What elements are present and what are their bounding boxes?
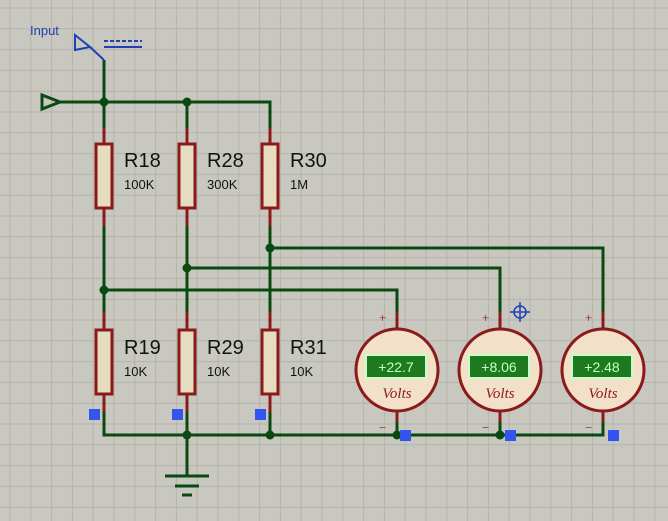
meter-plus-label: + xyxy=(585,310,592,325)
junction-dot xyxy=(495,430,505,440)
ground-icon xyxy=(165,474,209,497)
pin-marker[interactable] xyxy=(255,409,266,420)
junctions xyxy=(99,97,505,440)
input-label: Input xyxy=(30,23,59,38)
meter-minus-label: − xyxy=(482,420,489,435)
voltmeter-3[interactable]: +2.48 Volts + − xyxy=(560,310,646,435)
input-terminal-icon[interactable] xyxy=(40,92,65,112)
crosshair-cursor-icon xyxy=(510,302,530,322)
pin-marker[interactable] xyxy=(400,430,411,441)
resistor-r18[interactable]: R18 100K xyxy=(94,128,161,226)
voltmeter-1[interactable]: +22.7 Volts + − xyxy=(354,310,440,435)
pin-marker[interactable] xyxy=(608,430,619,441)
pin-marker[interactable] xyxy=(172,409,183,420)
junction-dot xyxy=(265,243,275,253)
junction-dot xyxy=(182,97,192,107)
meter-reading: +22.7 xyxy=(378,359,414,375)
junction-dot xyxy=(99,285,109,295)
junction-dot xyxy=(265,430,275,440)
meter-minus-label: − xyxy=(379,420,386,435)
resistor-r19[interactable]: R19 10K xyxy=(94,312,161,412)
meter-reading: +2.48 xyxy=(584,359,620,375)
meter-plus-label: + xyxy=(482,310,489,325)
wires xyxy=(60,100,605,476)
resistor-ref: R19 xyxy=(124,337,161,359)
voltmeter-2[interactable]: +8.06 Volts + − xyxy=(457,310,543,435)
resistor-value: 300K xyxy=(207,177,238,192)
pin-markers xyxy=(89,409,619,441)
meter-reading: +8.06 xyxy=(481,359,517,375)
meter-display xyxy=(468,354,530,379)
resistor-ref: R31 xyxy=(290,337,327,359)
resistor-r29[interactable]: R29 10K xyxy=(177,312,244,412)
input-generator[interactable]: Input xyxy=(30,23,142,102)
junction-dot xyxy=(182,263,192,273)
resistor-ref: R30 xyxy=(290,150,327,172)
meter-unit: Volts xyxy=(382,386,411,402)
pin-marker[interactable] xyxy=(505,430,516,441)
pin-marker[interactable] xyxy=(89,409,100,420)
generator-flag-icon xyxy=(74,32,93,52)
meter-unit: Volts xyxy=(485,386,514,402)
meter-plus-label: + xyxy=(379,310,386,325)
meter-unit: Volts xyxy=(588,386,617,402)
resistor-value: 10K xyxy=(207,364,230,379)
resistor-r31[interactable]: R31 10K xyxy=(260,312,327,412)
resistor-value: 100K xyxy=(124,177,155,192)
resistor-r30[interactable]: R30 1M xyxy=(260,128,327,226)
meter-display xyxy=(571,354,633,379)
junction-dot xyxy=(99,97,109,107)
meter-display xyxy=(365,354,427,379)
resistor-value: 10K xyxy=(290,364,313,379)
resistor-ref: R18 xyxy=(124,150,161,172)
junction-dot xyxy=(182,430,192,440)
resistor-ref: R29 xyxy=(207,337,244,359)
resistor-value: 10K xyxy=(124,364,147,379)
resistor-r28[interactable]: R28 300K xyxy=(177,128,244,226)
junction-dot xyxy=(392,430,402,440)
meter-minus-label: − xyxy=(585,420,592,435)
resistor-ref: R28 xyxy=(207,150,244,172)
resistor-value: 1M xyxy=(290,177,308,192)
